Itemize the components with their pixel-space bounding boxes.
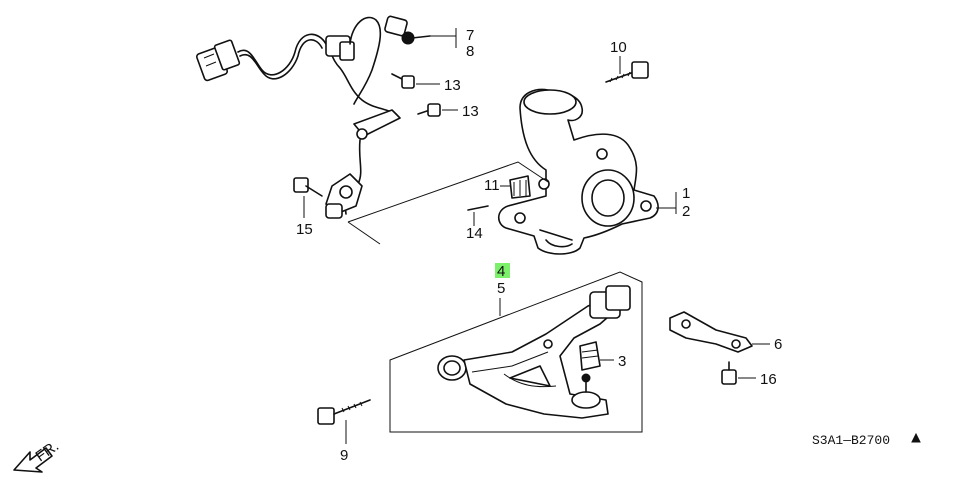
callout-3: 3 xyxy=(618,353,626,370)
knuckle-group-outline xyxy=(347,161,549,245)
callout-14: 14 xyxy=(466,225,483,242)
sensor-clip-part-7-8[interactable] xyxy=(384,15,431,45)
steering-knuckle[interactable] xyxy=(497,88,659,255)
bolt-15[interactable] xyxy=(293,177,323,197)
bolt-10[interactable] xyxy=(605,61,649,83)
callout-5: 5 xyxy=(497,280,505,297)
leader-7-8 xyxy=(430,28,457,48)
ball-joint-boot-3[interactable] xyxy=(579,341,601,371)
callout-2: 2 xyxy=(682,203,690,220)
leader-1-2 xyxy=(656,192,677,214)
callout-10: 10 xyxy=(610,39,627,56)
callout-15: 15 xyxy=(296,221,313,238)
callout-13-a: 13 xyxy=(444,77,461,94)
cotter-pin-14[interactable] xyxy=(467,205,489,211)
diagram-code: S3A1—B2700 xyxy=(812,433,890,448)
bolt-9[interactable] xyxy=(317,399,371,425)
part-4-highlight xyxy=(495,263,510,278)
bracket-6[interactable] xyxy=(669,311,753,353)
callout-16: 16 xyxy=(760,371,777,388)
speed-sensor-harness[interactable] xyxy=(195,16,401,219)
lower-control-arm[interactable] xyxy=(437,285,631,419)
callout-13-b: 13 xyxy=(462,103,479,120)
callout-4[interactable]: 4 xyxy=(497,263,505,280)
bolt-16[interactable] xyxy=(721,361,737,385)
code-marker-icon xyxy=(911,432,921,443)
bolt-13-lower[interactable] xyxy=(417,103,441,117)
front-arrow-icon: FR. xyxy=(13,437,62,473)
lower-arm-group-outline xyxy=(389,271,643,433)
callout-7: 7 xyxy=(466,27,474,44)
callout-9: 9 xyxy=(340,447,348,464)
callout-11: 11 xyxy=(484,177,500,194)
callout-1: 1 xyxy=(682,185,690,202)
callout-6: 6 xyxy=(774,336,782,353)
castle-nut-11[interactable] xyxy=(509,175,531,199)
bolt-13-upper[interactable] xyxy=(391,73,415,89)
callout-8: 8 xyxy=(466,43,474,60)
